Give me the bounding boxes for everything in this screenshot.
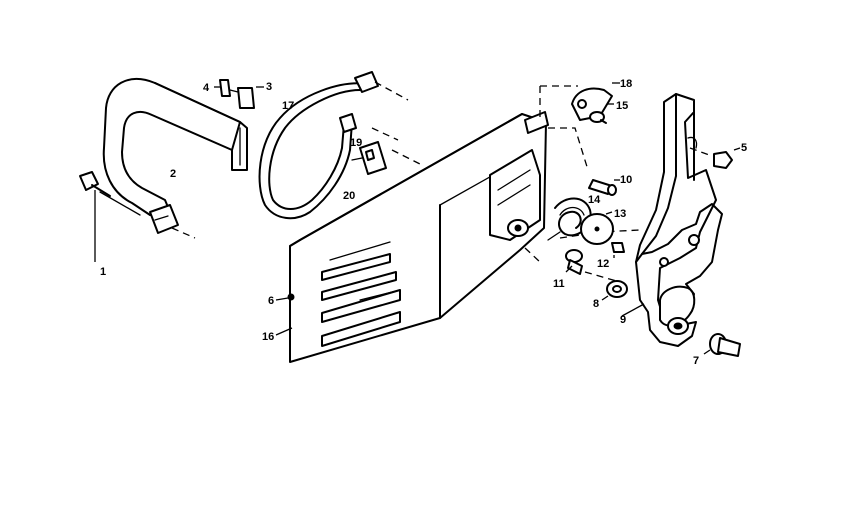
- part-pin-10: [588, 179, 620, 196]
- alignment-line: [371, 127, 399, 141]
- callout-5: 5: [741, 142, 747, 154]
- part-brake-band: [258, 71, 379, 220]
- callout-14: 14: [588, 194, 601, 206]
- part-brake-housing: [289, 111, 549, 363]
- callout-2: 2: [170, 168, 176, 180]
- callout-12: 12: [597, 258, 609, 270]
- callout-7: 7: [693, 355, 699, 367]
- callout-4: 4: [203, 82, 210, 94]
- part-disc-13: [580, 211, 614, 245]
- callout-11: 11: [553, 278, 565, 290]
- callout-9: 9: [620, 314, 626, 326]
- part-clips-3-4: [214, 79, 264, 109]
- alignment-line: [524, 247, 541, 263]
- callout-8: 8: [593, 298, 599, 310]
- part-washer-8: [601, 280, 628, 301]
- part-bolt-11: [565, 249, 583, 275]
- alignment-line: [391, 149, 421, 165]
- callout-1: 1: [100, 266, 106, 278]
- part-latch-plate: [571, 82, 620, 121]
- callout-6: 6: [268, 295, 274, 307]
- part-hand-guard: [102, 78, 248, 234]
- alignment-line: [548, 127, 589, 171]
- part-screw-1: [79, 171, 141, 262]
- part-screw-12: [611, 242, 625, 258]
- callout-20: 20: [343, 190, 355, 202]
- part-spring-14: [547, 197, 592, 241]
- callout-16: 16: [262, 331, 274, 343]
- alignment-line: [171, 227, 196, 239]
- callout-10: 10: [620, 174, 632, 186]
- part-6-marker: [287, 293, 295, 301]
- part-screw-7: [703, 333, 741, 357]
- callout-18: 18: [620, 78, 632, 90]
- callout-13: 13: [614, 208, 626, 220]
- alignment-line: [374, 81, 409, 101]
- part-bracket-19-20: [351, 141, 387, 175]
- part-nut-5: [689, 147, 741, 169]
- callout-3: 3: [266, 81, 272, 93]
- part-brake-lever: [621, 93, 723, 347]
- callout-17: 17: [282, 100, 294, 112]
- part-rivet-15: [589, 103, 614, 124]
- callout-15: 15: [616, 100, 628, 112]
- callout-19: 19: [350, 137, 362, 149]
- callout-labels: 1 2 3 4 5 6 7 8 9 10 11 12 13 14 15 16 1…: [100, 78, 747, 367]
